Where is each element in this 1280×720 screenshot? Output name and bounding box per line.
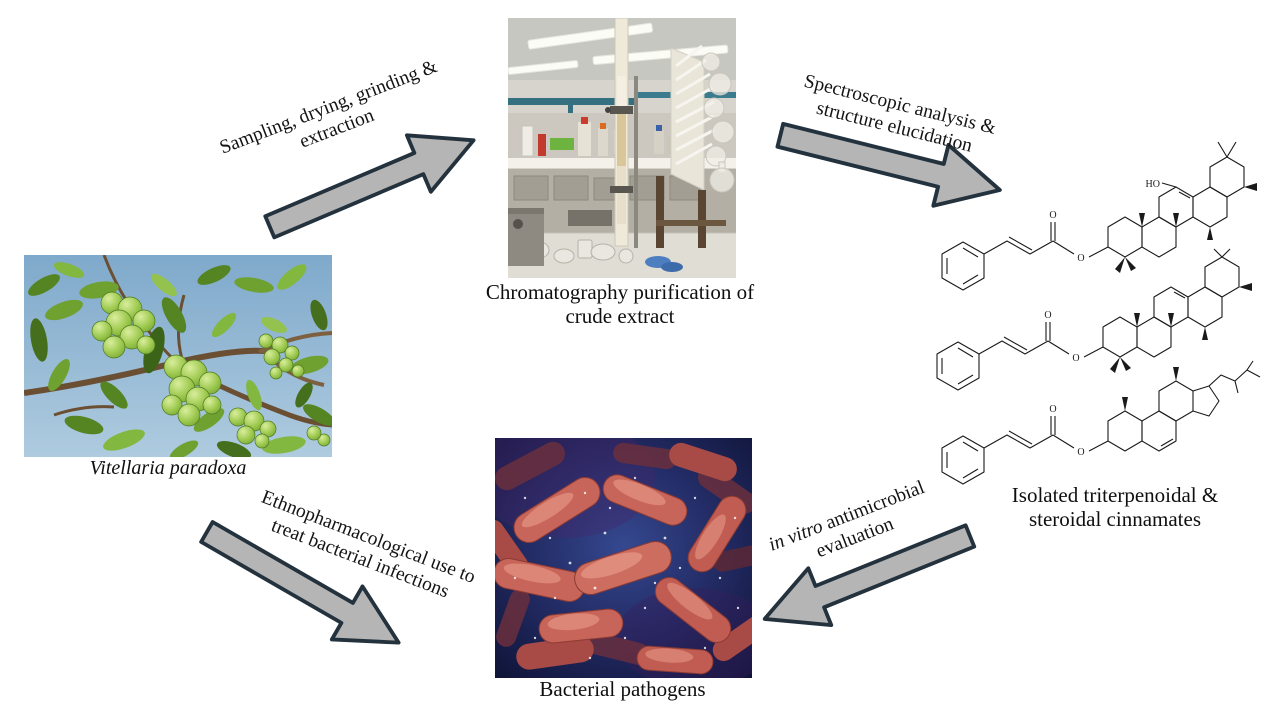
carbonyl-o-label-1: O xyxy=(1049,210,1056,221)
antimicrobial-arrow xyxy=(745,500,987,657)
ester-o-label-2: O xyxy=(1072,353,1079,364)
bacteria-caption: Bacterial pathogens xyxy=(539,677,706,701)
steroid-structure: O O xyxy=(935,360,1265,510)
triterpenoid-structure-2: O O xyxy=(930,248,1265,398)
chromatography-caption-line1: Chromatography purification of xyxy=(485,280,755,304)
chromatography-caption-line2: crude extract xyxy=(565,303,675,328)
bacteria-photo xyxy=(495,438,752,678)
vitellaria-photo-art xyxy=(24,255,332,457)
carbonyl-o-label-2: O xyxy=(1044,310,1051,321)
compounds-caption-line2: steroidal cinnamates xyxy=(1028,506,1202,531)
sampling-arrow xyxy=(253,104,494,262)
fruit-clusters xyxy=(91,291,331,449)
carbonyl-o-label-3: O xyxy=(1049,404,1056,415)
chromatography-caption: Chromatography purification of crude ext… xyxy=(470,280,770,328)
foreground-bacteria xyxy=(495,474,747,675)
vitellaria-caption: Vitellaria paradoxa xyxy=(89,457,247,479)
ethnopharmacology-arrow xyxy=(185,498,422,679)
vitellaria-photo xyxy=(24,255,332,457)
compounds-caption-line1: Isolated triterpenoidal & xyxy=(1011,483,1219,507)
hydroxyl-label: HO xyxy=(1146,179,1160,190)
ester-o-label-1: O xyxy=(1077,253,1084,264)
spectroscopy-arrow xyxy=(768,98,1014,229)
sparkles xyxy=(513,476,740,660)
ester-o-label-3: O xyxy=(1077,447,1084,458)
compounds-caption: Isolated triterpenoidal & steroidal cinn… xyxy=(975,483,1255,531)
triterpenoid-structure-1: O O HO xyxy=(935,108,1265,313)
chromatography-photo-art xyxy=(508,18,736,278)
bacteria-photo-art xyxy=(495,438,752,678)
chromatography-photo xyxy=(508,18,736,278)
